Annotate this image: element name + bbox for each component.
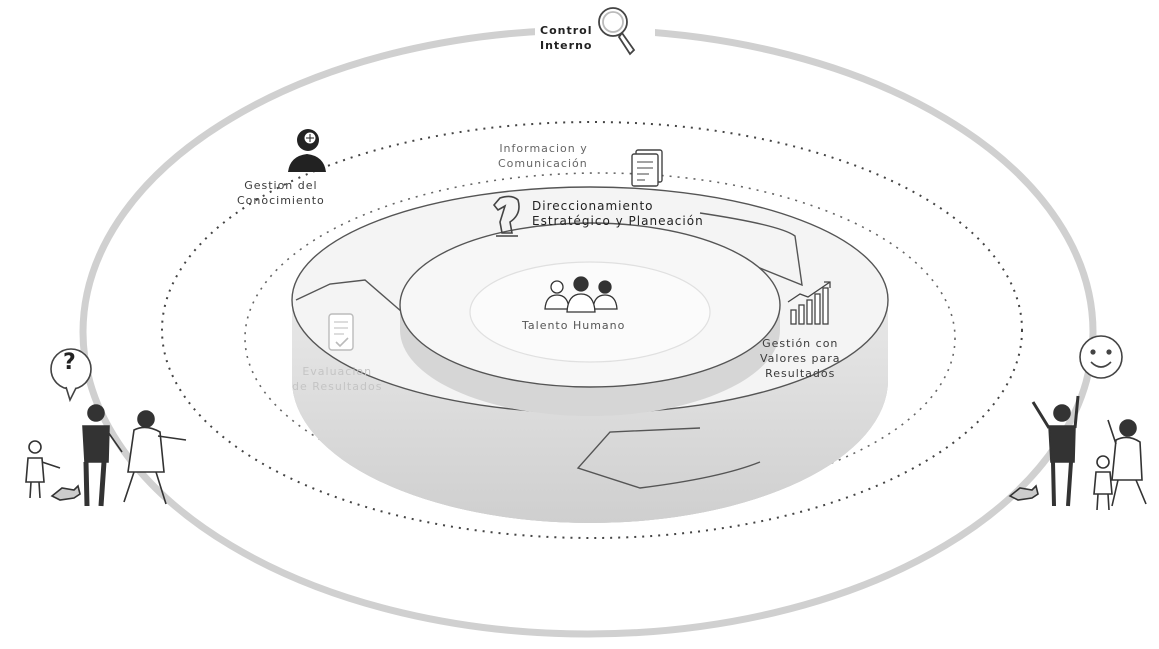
arrow-bottom-right xyxy=(576,427,761,489)
label-evaluacion-resultados: Evaluacion de Resultados xyxy=(292,365,383,393)
head-brain-icon xyxy=(288,129,326,172)
checklist-icon xyxy=(328,313,354,351)
question-mark-text: ? xyxy=(63,350,76,375)
arrow-top-right xyxy=(699,212,803,287)
family-celebrating-illustration xyxy=(1008,395,1147,511)
people-group-icon xyxy=(544,276,618,313)
dotted-ring-outer xyxy=(161,121,1023,539)
arrow-left xyxy=(295,279,403,313)
label-talento-humano: Talento Humano xyxy=(522,319,626,332)
magnifier-icon xyxy=(598,7,636,56)
question-bubble-icon xyxy=(50,348,92,403)
label-informacion-comunicacion: Informacion y Comunicación xyxy=(498,142,588,170)
family-walking-illustration xyxy=(25,404,187,507)
label-gestion-valores: Gestión con Valores para Resultados xyxy=(760,337,841,380)
smiley-face-icon xyxy=(1079,335,1123,379)
label-control-interno: Control Interno xyxy=(540,24,593,52)
label-direccionamiento: Direccionamiento Estratégico y Planeació… xyxy=(532,199,704,228)
growth-bar-chart-icon xyxy=(787,281,831,325)
dotted-ring-inner xyxy=(244,172,956,504)
chess-knight-icon xyxy=(492,195,520,237)
documents-icon xyxy=(631,149,663,187)
label-gestion-conocimiento: Gestion del Conocimiento xyxy=(237,179,325,207)
